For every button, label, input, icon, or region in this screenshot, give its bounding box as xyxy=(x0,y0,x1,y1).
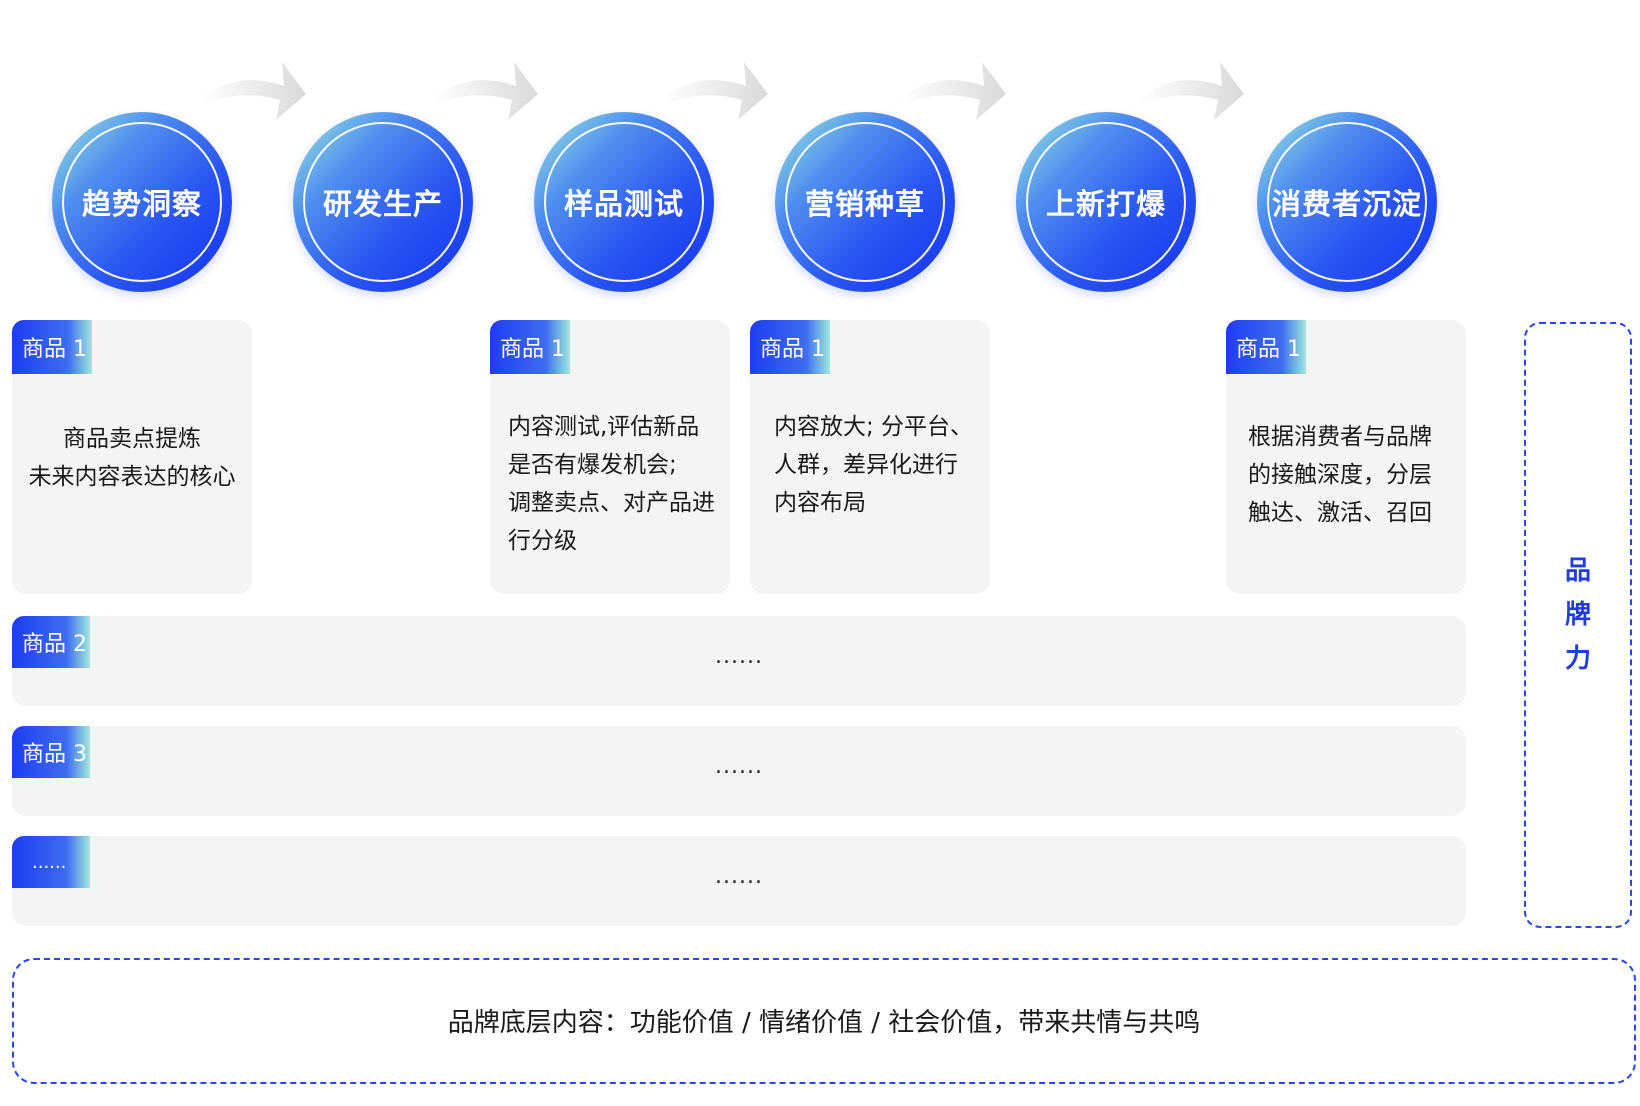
product-tag: 商品 3 xyxy=(12,726,90,778)
card-line: 是否有爆发机会; xyxy=(508,452,677,478)
row-content: ...... xyxy=(715,644,763,669)
product-tag: 商品 1 xyxy=(12,320,92,374)
product-row-more: ...... ...... xyxy=(12,836,1466,926)
card-line: 行分级 xyxy=(508,528,577,554)
row-content: ...... xyxy=(715,754,763,779)
card-line: 根据消费者与品牌 xyxy=(1248,424,1432,450)
product-tag: 商品 1 xyxy=(1226,320,1306,374)
card-line: 内容测试,评估新品 xyxy=(508,414,700,440)
card-text: 商品卖点提炼 未来内容表达的核心 xyxy=(12,420,252,496)
brand-char: 牌 xyxy=(1564,600,1591,630)
brand-foundation-text: 品牌底层内容：功能价值 / 情绪价值 / 社会价值，带来共情与共鸣 xyxy=(447,1008,1201,1038)
flow-arrow-1 xyxy=(200,62,306,120)
brand-char: 力 xyxy=(1564,644,1591,674)
brand-power-label: 品 牌 力 xyxy=(1526,549,1630,681)
product-tag: ...... xyxy=(12,836,90,888)
brand-char: 品 xyxy=(1564,556,1591,586)
card-line: 调整卖点、对产品进 xyxy=(508,490,715,516)
product-tag: 商品 2 xyxy=(12,616,90,668)
product1-card-trend: 商品 1 商品卖点提炼 未来内容表达的核心 xyxy=(12,320,252,594)
row-content: ...... xyxy=(715,864,763,889)
product-row-2: 商品 2 ...... xyxy=(12,616,1466,706)
stage-label: 趋势洞察 xyxy=(81,187,202,221)
card-text: 根据消费者与品牌 的接触深度，分层 触达、激活、召回 xyxy=(1248,418,1460,532)
product-tag: 商品 1 xyxy=(490,320,570,374)
flow-arrow-3 xyxy=(662,62,768,120)
card-line: 的接触深度，分层 xyxy=(1248,462,1432,488)
stage-marketing-seeding: 营销种草 xyxy=(775,112,955,292)
stage-consumer-retention: 消费者沉淀 xyxy=(1257,112,1437,292)
brand-power-box: 品 牌 力 xyxy=(1524,322,1632,928)
stage-trend-insight: 趋势洞察 xyxy=(52,112,232,292)
product1-card-marketing: 商品 1 内容放大; 分平台、 人群，差异化进行 内容布局 xyxy=(750,320,990,594)
product-tag: 商品 1 xyxy=(750,320,830,374)
product-row-3: 商品 3 ...... xyxy=(12,726,1466,816)
card-text: 内容测试,评估新品 是否有爆发机会; 调整卖点、对产品进 行分级 xyxy=(508,408,723,560)
stage-label: 消费者沉淀 xyxy=(1271,187,1422,221)
card-line: 人群，差异化进行 xyxy=(774,452,958,478)
stage-launch-boom: 上新打爆 xyxy=(1016,112,1196,292)
flow-arrow-5 xyxy=(1138,62,1244,120)
card-line: 内容布局 xyxy=(774,490,866,516)
stage-label: 研发生产 xyxy=(322,187,443,221)
stage-label: 营销种草 xyxy=(804,187,925,221)
flow-arrow-4 xyxy=(900,62,1006,120)
card-line: 内容放大; 分平台、 xyxy=(774,414,974,440)
card-text: 内容放大; 分平台、 人群，差异化进行 内容布局 xyxy=(774,408,984,522)
card-line: 商品卖点提炼 xyxy=(63,426,201,452)
product1-card-sample-test: 商品 1 内容测试,评估新品 是否有爆发机会; 调整卖点、对产品进 行分级 xyxy=(490,320,730,594)
product1-card-consumer: 商品 1 根据消费者与品牌 的接触深度，分层 触达、激活、召回 xyxy=(1226,320,1466,594)
brand-foundation-box: 品牌底层内容：功能价值 / 情绪价值 / 社会价值，带来共情与共鸣 xyxy=(12,958,1636,1084)
card-line: 触达、激活、召回 xyxy=(1248,500,1432,526)
stage-label: 上新打爆 xyxy=(1045,187,1166,221)
stage-rnd-production: 研发生产 xyxy=(293,112,473,292)
stage-sample-test: 样品测试 xyxy=(534,112,714,292)
card-line: 未来内容表达的核心 xyxy=(28,464,236,490)
stage-label: 样品测试 xyxy=(563,187,684,221)
flow-arrow-2 xyxy=(432,62,538,120)
